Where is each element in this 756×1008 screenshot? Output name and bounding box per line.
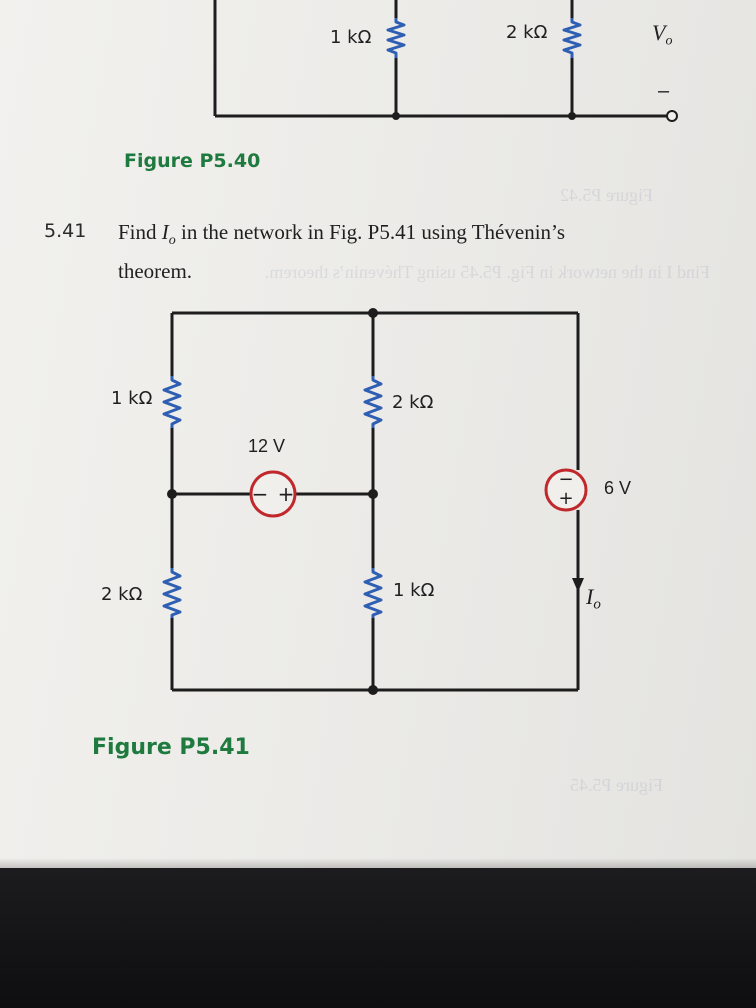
resistor-icon [562, 18, 582, 58]
resistor-icon [363, 376, 383, 428]
voltage-source-6v-icon [544, 468, 588, 512]
output-voltage-label: Vo [652, 20, 673, 49]
resistor-label-bottom-left: 2 kΩ [101, 584, 143, 605]
source-6v-minus-sign: − [558, 469, 573, 490]
figure-caption: Figure P5.41 [92, 735, 250, 760]
source-12v-minus-sign: − [252, 482, 269, 506]
junction-dot [368, 685, 378, 695]
problem-text-line2: theorem. [118, 259, 193, 284]
resistor-icon [162, 376, 182, 428]
problem-text-start: Find [118, 220, 162, 244]
resistor-icon [162, 568, 182, 618]
problem-number: 5.41 [44, 220, 87, 242]
textbook-page [0, 0, 756, 870]
source-12v-plus-sign: + [278, 482, 295, 506]
current-label: Io [586, 584, 601, 613]
problem-text-end: in the network in Fig. P5.41 using Théve… [175, 220, 566, 244]
source-6v-label: 6 V [604, 478, 632, 498]
voltage-source-12v-icon [249, 470, 297, 518]
figure-p540-wires [213, 0, 668, 118]
junction-dot [368, 308, 378, 318]
junction-dot [568, 112, 576, 120]
resistor-label: 1 kΩ [330, 27, 372, 48]
resistor-label-bottom-middle: 1 kΩ [393, 580, 435, 601]
junction-dot [368, 489, 378, 499]
resistor-label-top-middle: 2 kΩ [392, 392, 434, 413]
resistor-label-top-left: 1 kΩ [111, 388, 153, 409]
resistor-icon [386, 18, 406, 58]
figure-p541-wires [170, 311, 580, 692]
output-minus-sign: – [658, 80, 670, 102]
junction-dot [392, 112, 400, 120]
problem-variable: I [161, 220, 169, 244]
junction-dot [167, 489, 177, 499]
resistor-icon [363, 568, 383, 618]
circuit-diagrams: − + − + [162, 0, 678, 695]
resistor-label: 2 kΩ [506, 22, 548, 43]
source-12v-label: 12 V [248, 436, 286, 456]
problem-variable-subscript: o [168, 233, 176, 249]
current-arrow-icon [572, 578, 584, 592]
source-6v-plus-sign: + [558, 488, 573, 509]
dark-background [0, 868, 756, 1008]
problem-statement: Find Io in the network in Fig. P5.41 usi… [118, 217, 718, 287]
figure-caption: Figure P5.40 [124, 150, 261, 172]
output-terminal-icon [666, 110, 678, 122]
